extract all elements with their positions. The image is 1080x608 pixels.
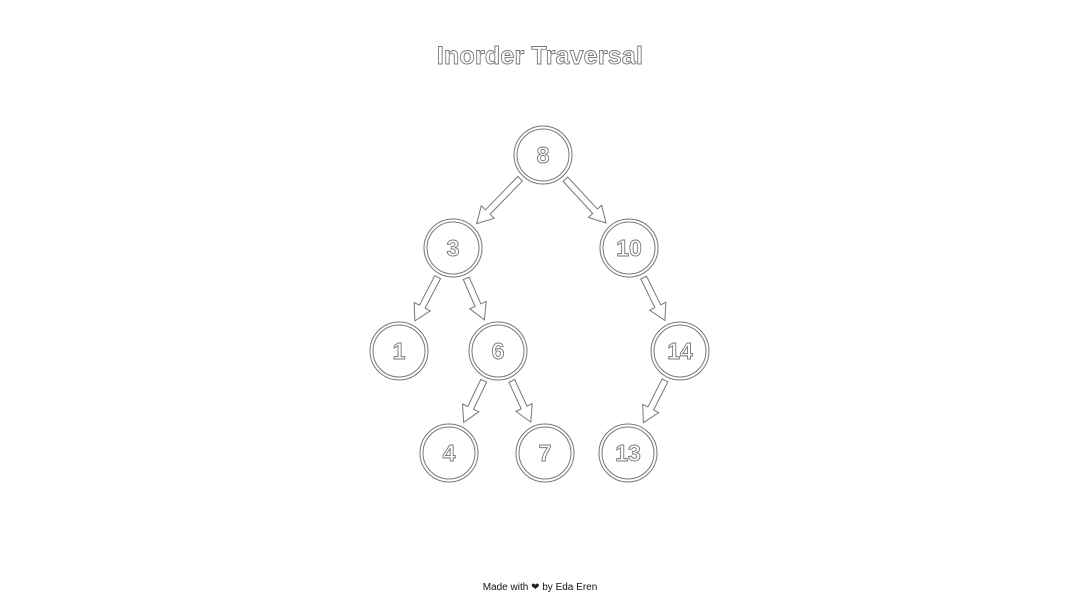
node-circle-outer [513, 125, 573, 185]
node-label: 1 [393, 338, 406, 364]
node-label: 3 [447, 235, 460, 261]
tree-node-1: 1 [369, 321, 429, 381]
node-label: 7 [539, 440, 552, 466]
tree-node-4: 4 [419, 423, 479, 483]
node-circle-outer [650, 321, 710, 381]
footer-credit: Made with ❤ by Eda Eren [0, 582, 1080, 593]
tree-node-8: 8 [513, 125, 573, 185]
tree-node-3: 3 [423, 218, 483, 278]
footer-prefix: Made with [482, 582, 529, 593]
node-circle-inner [518, 426, 572, 480]
node-label: 13 [615, 440, 641, 466]
node-circle-inner [516, 128, 570, 182]
node-circle-inner [602, 221, 656, 275]
edge-arrow-n3-n1 [413, 275, 442, 322]
node-label: 4 [443, 440, 456, 466]
tree-node-14: 14 [650, 321, 710, 381]
tree-node-10: 10 [599, 218, 659, 278]
node-circle-outer [423, 218, 483, 278]
tree-node-13: 13 [598, 423, 658, 483]
edge-arrow-n3-n6 [462, 276, 487, 321]
edge-arrow-n6-n4 [461, 378, 488, 424]
tree-node-7: 7 [515, 423, 575, 483]
node-circle-inner [471, 324, 525, 378]
node-circle-outer [419, 423, 479, 483]
tree-node-6: 6 [468, 321, 528, 381]
node-label: 14 [667, 338, 693, 364]
node-label: 6 [492, 338, 505, 364]
edge-arrow-n10-n14 [640, 275, 667, 322]
node-circle-outer [369, 321, 429, 381]
tree-nodes: 8 3 10 1 6 14 4 7 13 [369, 125, 710, 483]
node-circle-outer [599, 218, 659, 278]
node-circle-inner [653, 324, 707, 378]
edge-arrow-n14-n13 [642, 378, 669, 424]
tree-edges [413, 175, 669, 424]
edge-arrow-n8-n10 [562, 176, 607, 224]
node-circle-outer [515, 423, 575, 483]
heart-icon: ❤ [531, 582, 540, 593]
node-label: 8 [537, 142, 550, 168]
node-circle-outer [468, 321, 528, 381]
node-circle-inner [422, 426, 476, 480]
node-circle-inner [372, 324, 426, 378]
edge-arrow-n8-n3 [475, 175, 524, 225]
footer-suffix: by Eda Eren [542, 582, 598, 593]
edge-arrow-n6-n7 [508, 378, 533, 424]
node-circle-outer [598, 423, 658, 483]
node-label: 10 [616, 235, 642, 261]
page-title: Inorder Traversal [436, 42, 644, 71]
node-circle-inner [601, 426, 655, 480]
node-circle-inner [426, 221, 480, 275]
